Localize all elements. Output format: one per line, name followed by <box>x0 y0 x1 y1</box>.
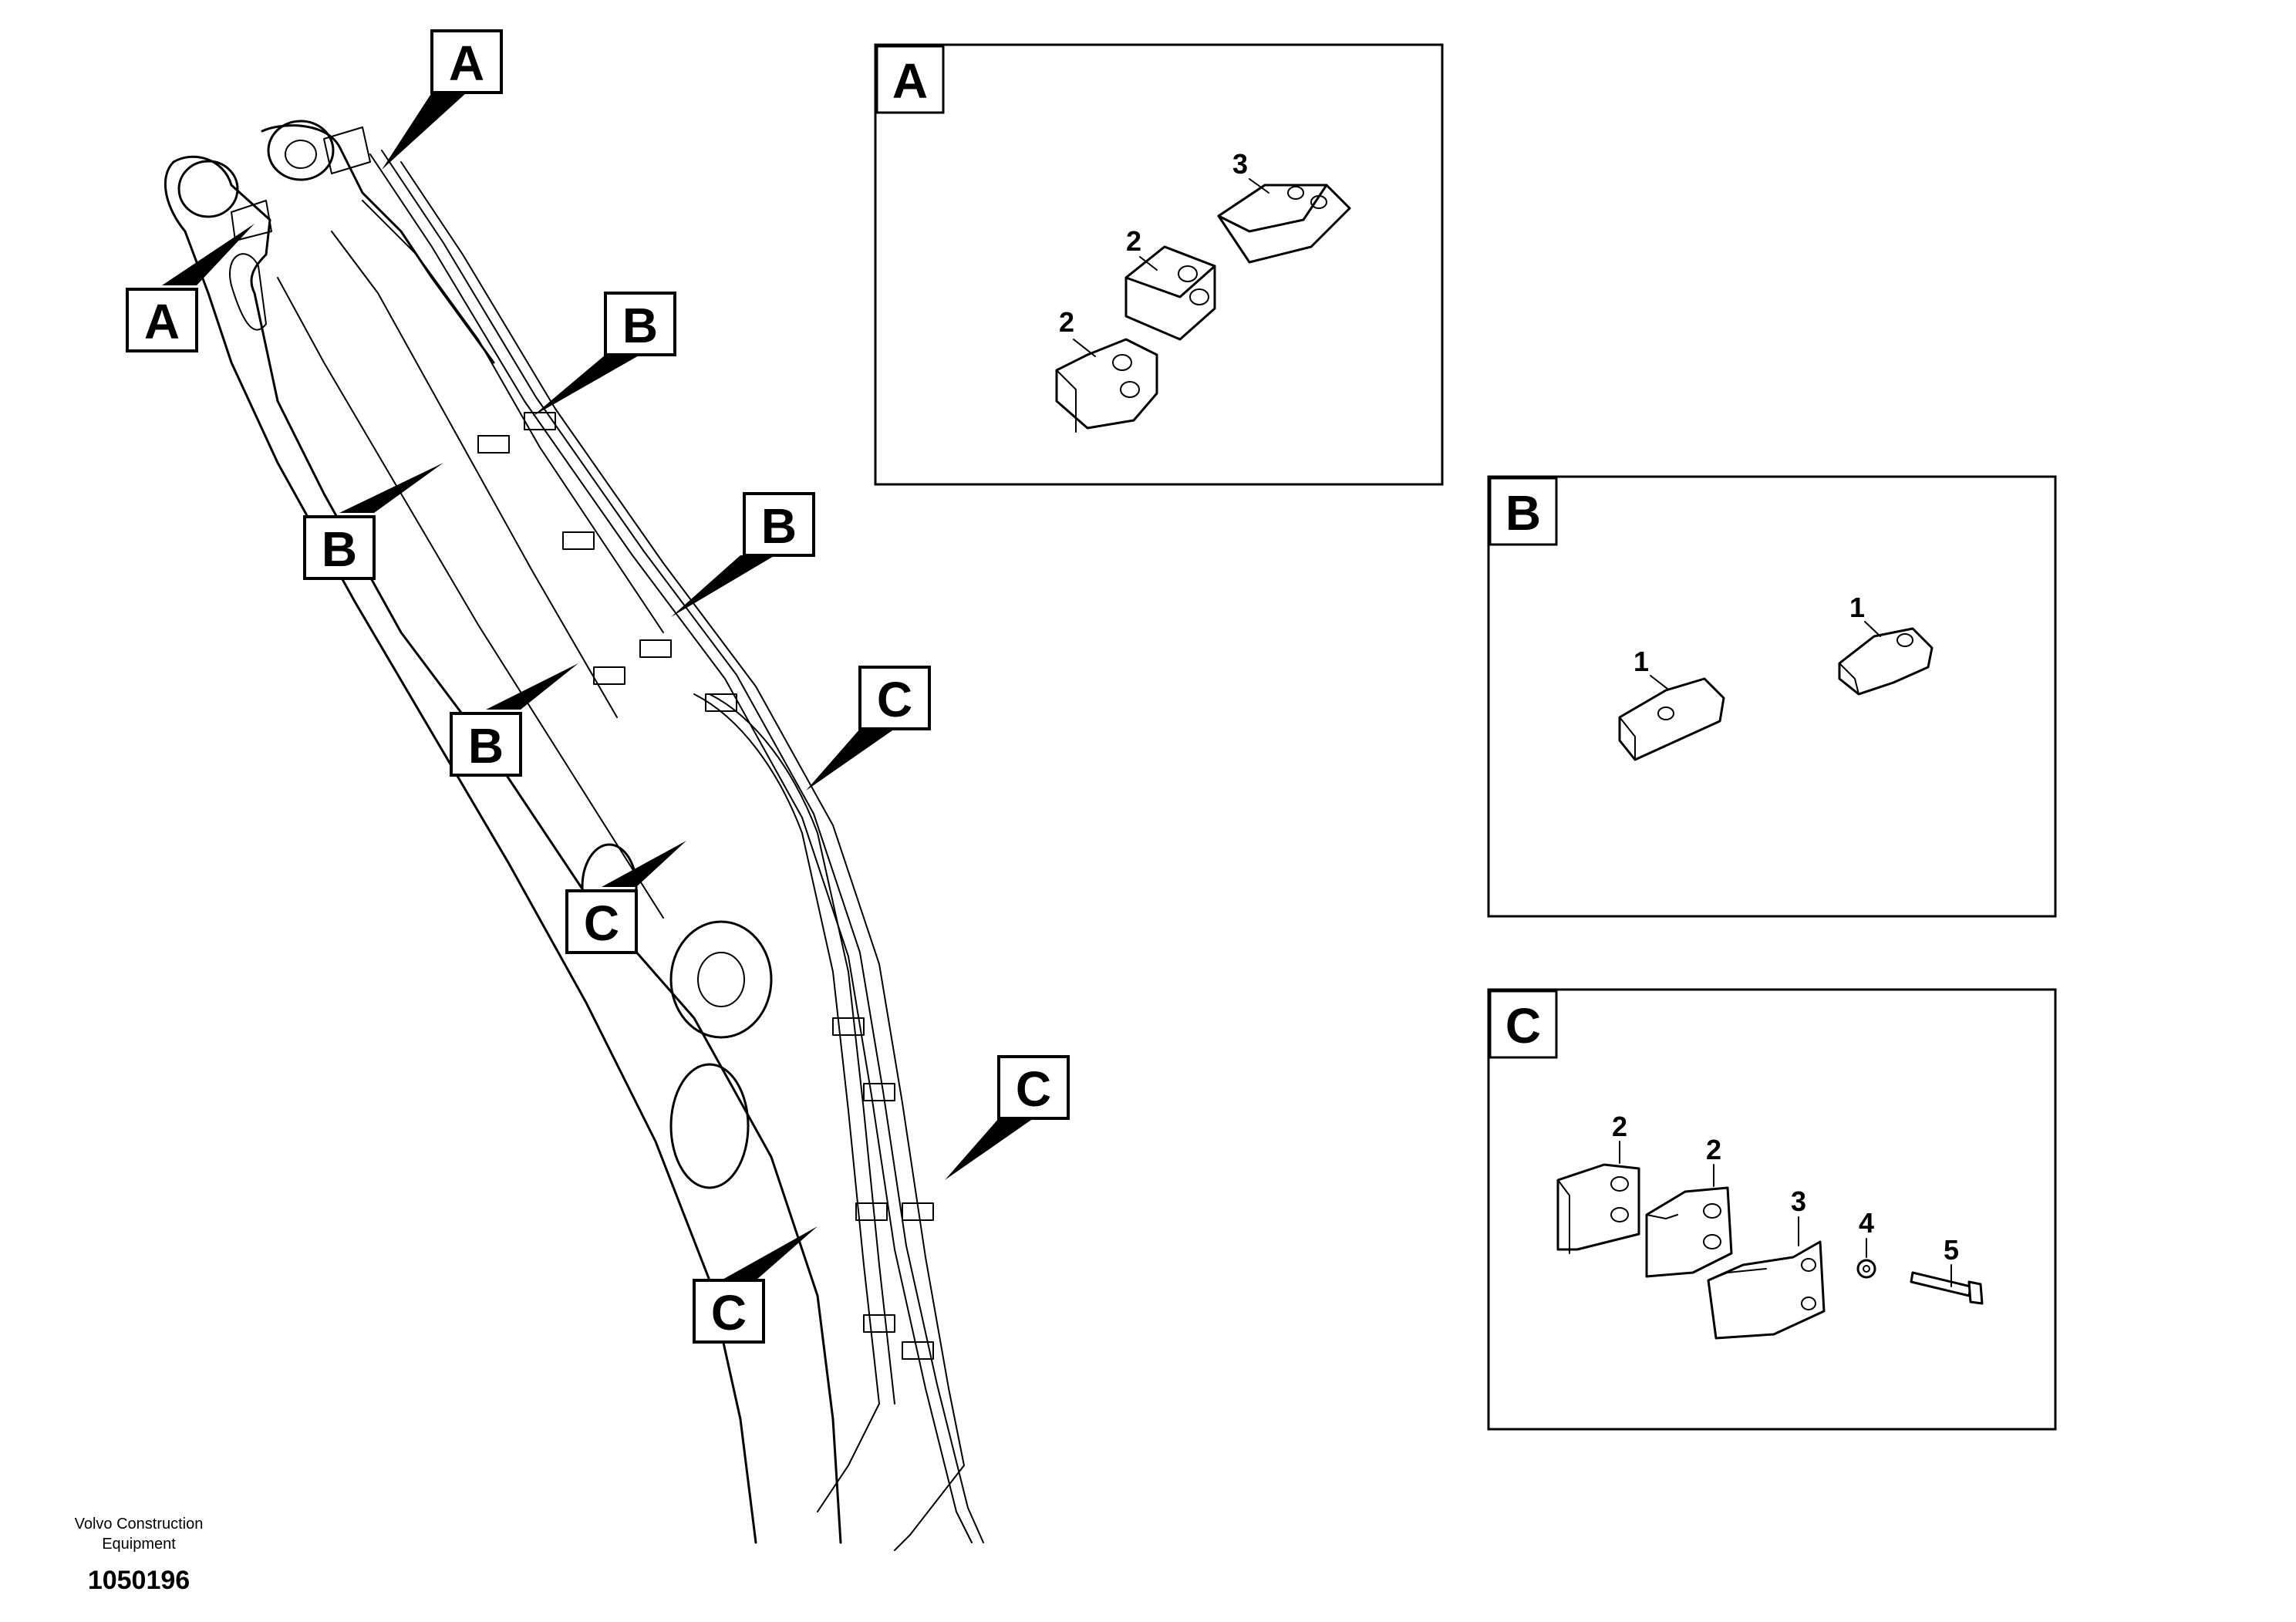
part-number: 3 <box>1791 1185 1806 1217</box>
callout-label: B <box>622 298 658 353</box>
callout-label: B <box>761 498 797 554</box>
panel-title: A <box>892 53 928 109</box>
callout-label: B <box>468 718 504 774</box>
company-name: Volvo Construction Equipment <box>74 1516 204 1553</box>
part-number: 2 <box>1059 306 1074 338</box>
part-number: 1 <box>1633 646 1649 677</box>
part-number: 2 <box>1612 1111 1627 1142</box>
drawing-number: 1050196 <box>87 1566 190 1595</box>
callout-box-b-2 <box>303 515 376 580</box>
callout-box-c-2 <box>565 889 638 954</box>
callout-group: A A B B B B C C C C <box>126 29 1070 1344</box>
boom-drawing <box>164 120 984 1551</box>
callout-label: B <box>322 521 357 577</box>
part-number: 2 <box>1126 225 1141 257</box>
part-number: 5 <box>1944 1234 1959 1266</box>
callout-box-c-4 <box>693 1279 765 1344</box>
callout-box-b-3 <box>743 492 815 557</box>
panel-title: B <box>1505 485 1541 541</box>
callout-box-c-3 <box>997 1055 1070 1120</box>
callout-label: C <box>1016 1061 1051 1117</box>
part-number: 4 <box>1859 1207 1874 1239</box>
callout-label: C <box>711 1285 747 1340</box>
callout-box-a-left <box>126 288 198 352</box>
callout-label: A <box>449 35 484 91</box>
callout-box-b-4 <box>450 712 522 777</box>
callout-box-c-1 <box>858 666 931 730</box>
part-number: 3 <box>1232 148 1248 180</box>
callout-label: C <box>584 895 619 951</box>
panel-title: C <box>1505 998 1541 1054</box>
part-number: 1 <box>1849 592 1865 623</box>
detail-panel-a: A 3 2 2 <box>874 43 1444 486</box>
callout-box-b-1 <box>604 292 676 356</box>
detail-panel-c: C 2 2 3 4 5 <box>1487 988 2057 1431</box>
callout-label: A <box>144 294 180 349</box>
callout-box-a-top <box>430 29 503 94</box>
part-number: 2 <box>1706 1134 1721 1165</box>
callout-label: C <box>877 672 912 727</box>
detail-panel-b: B 1 1 <box>1487 475 2057 918</box>
